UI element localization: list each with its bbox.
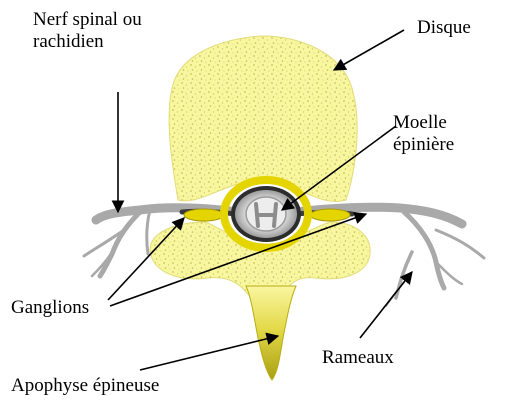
spinous-process <box>246 286 296 380</box>
label-ganglions: Ganglions <box>11 297 89 319</box>
label-disque: Disque <box>417 17 471 39</box>
arrow-disque <box>334 30 404 70</box>
label-nerf-spinal: Nerf spinal ou rachidien <box>33 9 142 53</box>
ganglion-right <box>310 209 350 221</box>
label-moelle-epiniere: Moelle épinière <box>393 112 454 156</box>
label-rameaux: Rameaux <box>322 347 394 369</box>
arrow-apophyse <box>140 336 278 370</box>
ganglion-left <box>184 209 224 221</box>
arrow-rameaux <box>360 272 412 338</box>
label-apophyse-epineuse: Apophyse épineuse <box>11 375 159 397</box>
